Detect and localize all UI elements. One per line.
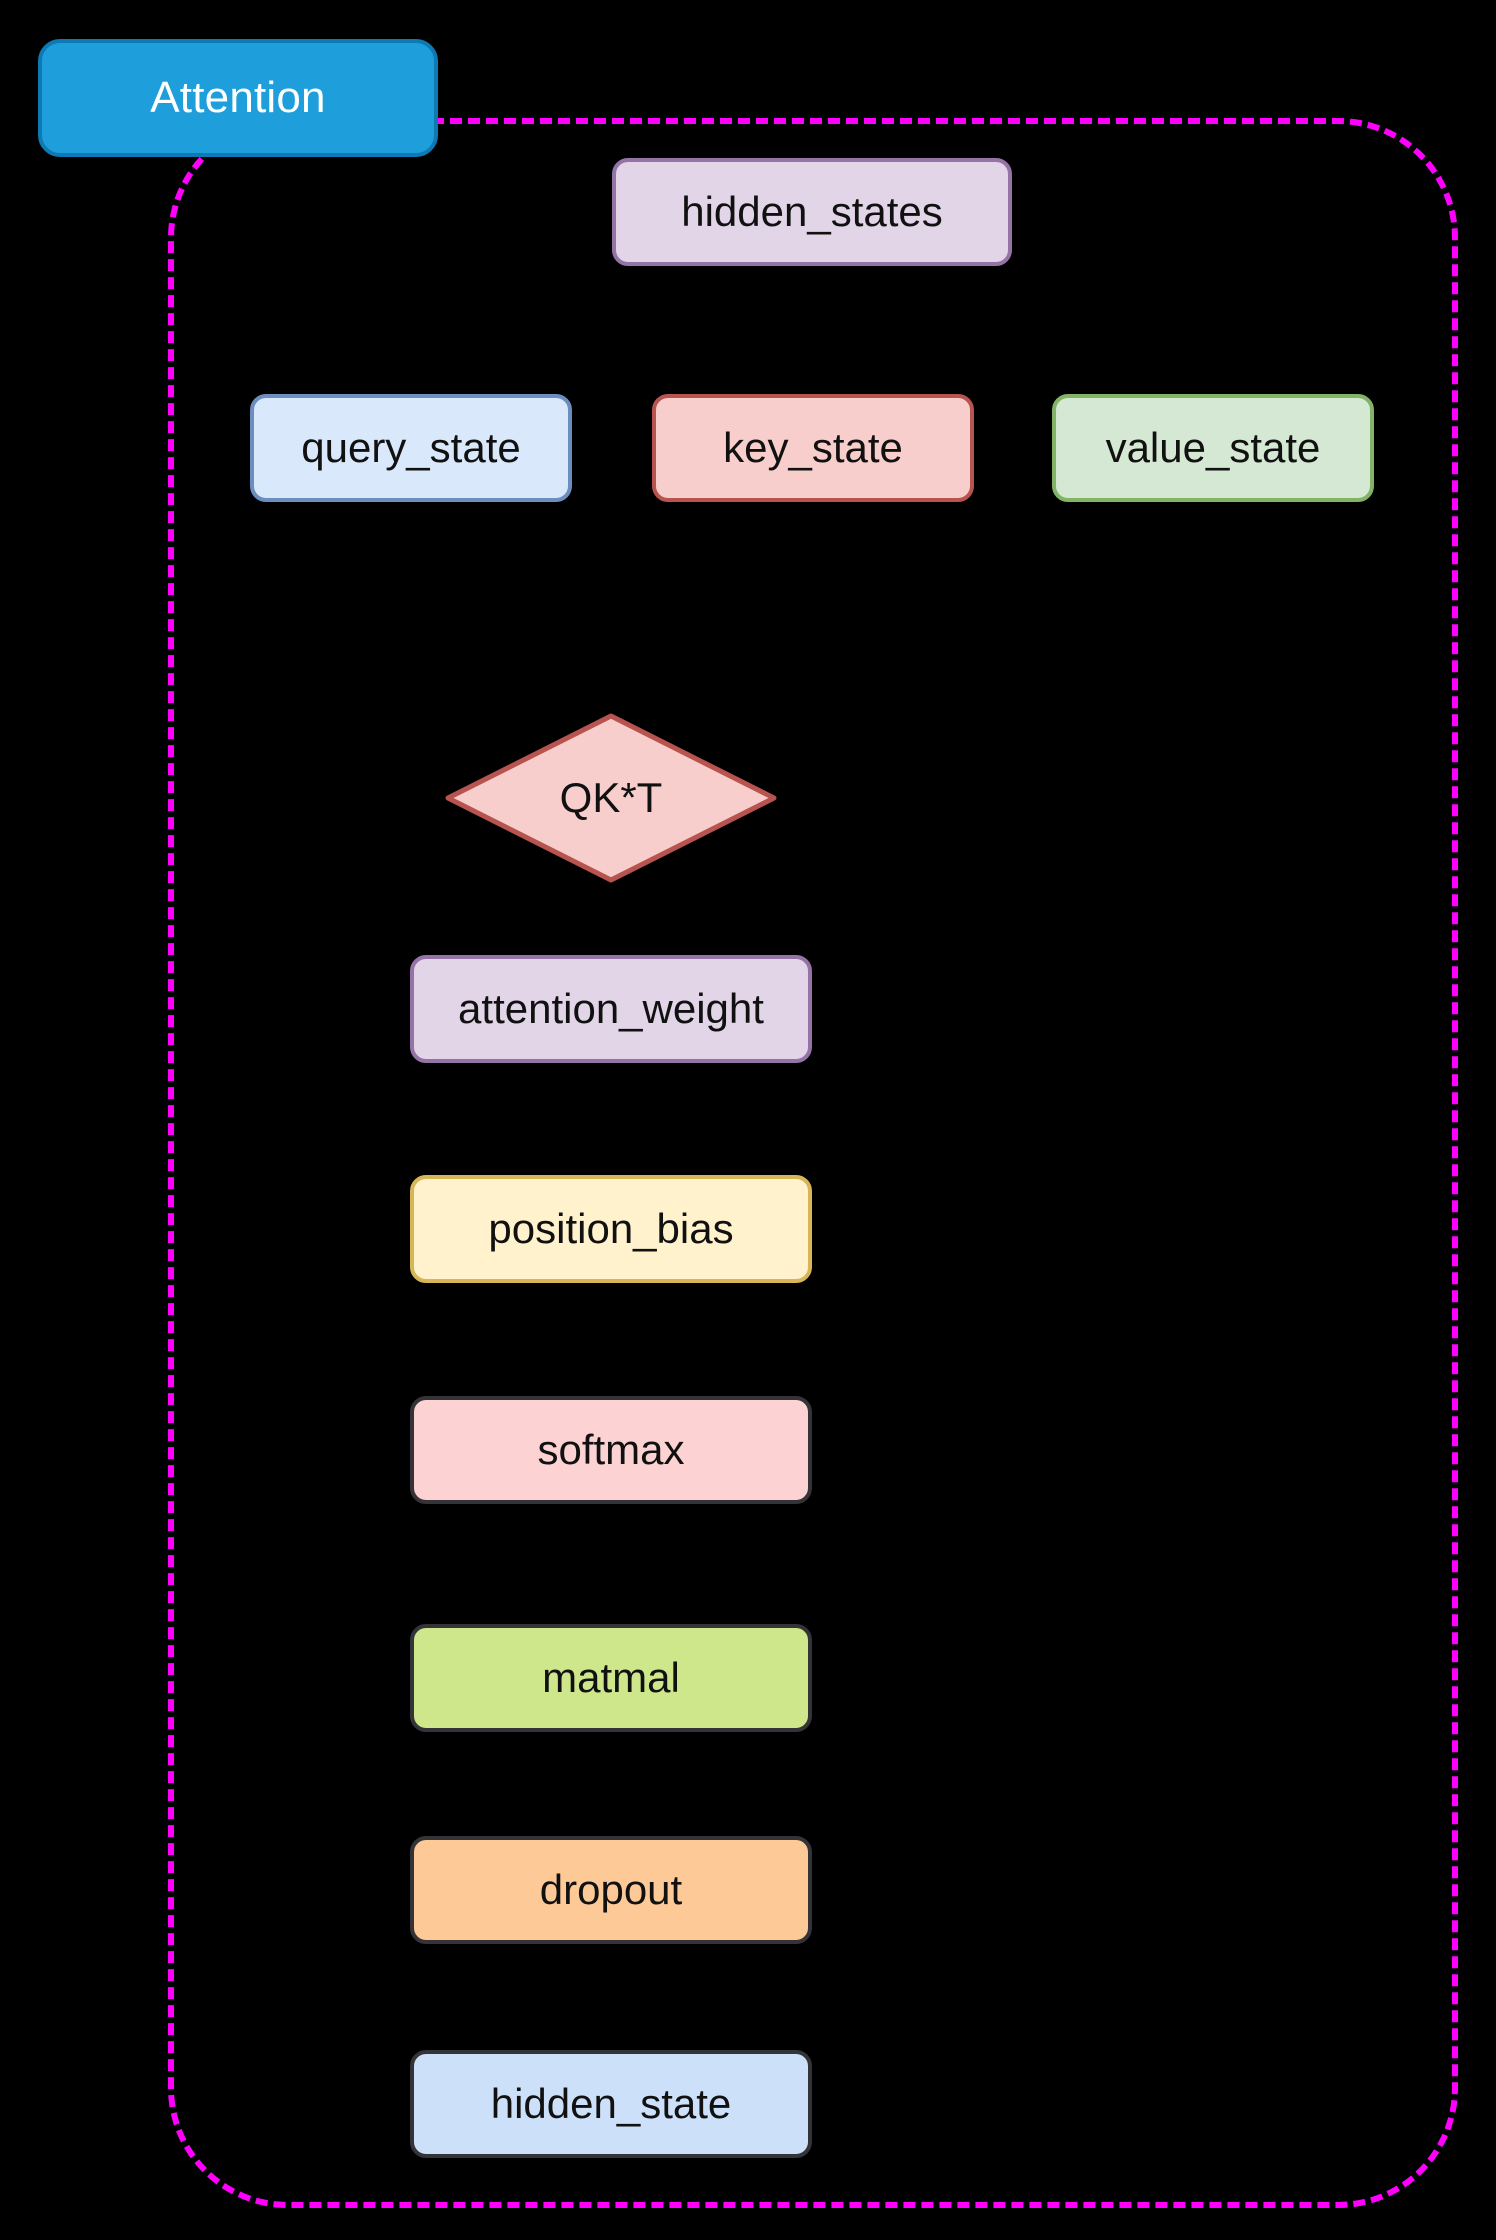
- node-hidden-state-label: hidden_state: [490, 2080, 732, 2127]
- node-qkt-label: QK*T: [559, 774, 663, 821]
- node-matmal[interactable]: matmal: [410, 1624, 812, 1732]
- node-dropout[interactable]: dropout: [410, 1836, 812, 1944]
- node-dropout-label: dropout: [539, 1866, 683, 1913]
- node-hidden-state[interactable]: hidden_state: [410, 2050, 812, 2158]
- diamond-shape-icon: [445, 713, 777, 883]
- node-key-state-label: key_state: [723, 424, 903, 471]
- node-position-bias[interactable]: position_bias: [410, 1175, 812, 1283]
- node-softmax-label: softmax: [537, 1426, 685, 1473]
- node-position-bias-label: position_bias: [488, 1205, 734, 1252]
- node-matmal-label: matmal: [542, 1654, 680, 1701]
- node-qkt[interactable]: QK*T: [444, 712, 778, 884]
- node-query-state[interactable]: query_state: [250, 394, 572, 502]
- node-attention-weight-label: attention_weight: [458, 985, 764, 1032]
- node-query-state-label: query_state: [301, 424, 521, 471]
- node-hidden-states-label: hidden_states: [681, 188, 943, 235]
- node-value-state-label: value_state: [1105, 424, 1321, 471]
- node-hidden-states[interactable]: hidden_states: [612, 158, 1012, 266]
- node-value-state[interactable]: value_state: [1052, 394, 1374, 502]
- node-softmax[interactable]: softmax: [410, 1396, 812, 1504]
- node-key-state[interactable]: key_state: [652, 394, 974, 502]
- subgraph-title-label: Attention: [150, 73, 326, 122]
- node-attention-weight[interactable]: attention_weight: [410, 955, 812, 1063]
- subgraph-title-attention[interactable]: Attention: [38, 39, 438, 157]
